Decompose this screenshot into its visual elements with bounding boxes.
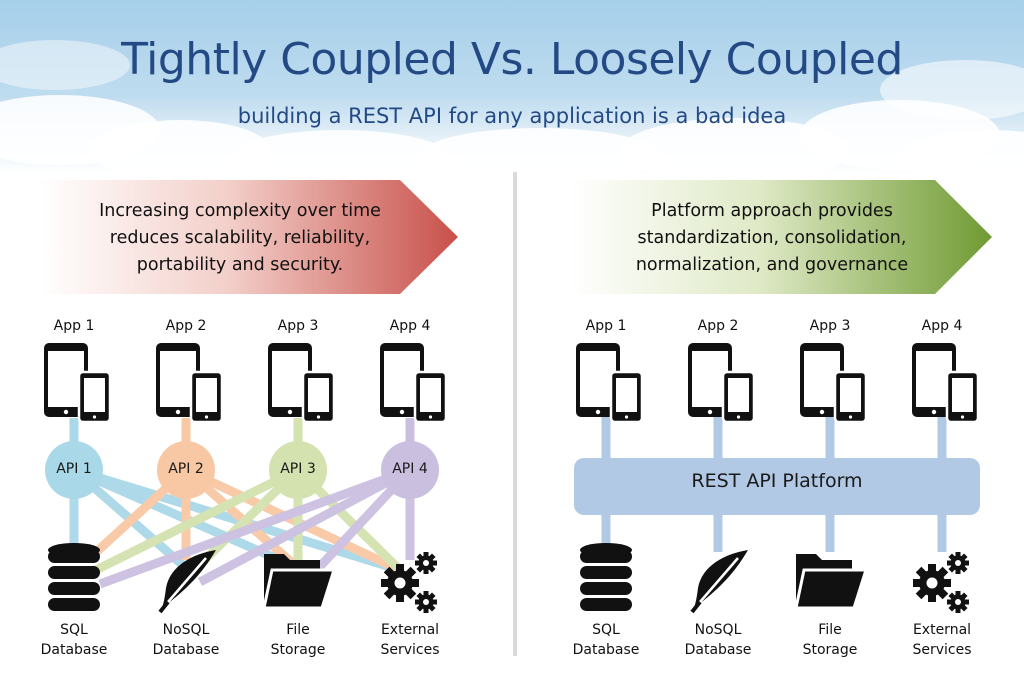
left-app-api-lines (69, 418, 415, 447)
leaf-icon (690, 548, 750, 614)
page-subtitle: building a REST API for any application … (237, 104, 787, 128)
left-file-storage-label: File Storage (270, 622, 326, 658)
mobile-devices-icon (266, 341, 336, 424)
mobile-devices-icon (798, 341, 868, 424)
database-icon (580, 543, 632, 611)
panel-divider (513, 172, 517, 656)
api-3-label: API 3 (280, 461, 316, 477)
api-1-node (45, 441, 103, 499)
mobile-devices-icon (154, 341, 224, 424)
api-2-label: API 2 (168, 461, 204, 477)
api-3-node (269, 441, 327, 499)
api-4-node (381, 441, 439, 499)
mobile-devices-icon (910, 341, 980, 424)
api-1-label: API 1 (56, 461, 92, 477)
platform-arrow (570, 180, 992, 294)
complexity-arrow (40, 180, 458, 294)
database-icon (48, 543, 100, 611)
right-external-services-label: External Services (912, 622, 972, 658)
mobile-devices-icon (574, 341, 644, 424)
api-4-label: API 4 (392, 461, 428, 477)
page-title: Tightly Coupled Vs. Loosely Coupled (121, 34, 903, 85)
gears-icon (913, 552, 969, 613)
left-app-2-label: App 2 (165, 318, 207, 334)
left-app-4-label: App 4 (389, 318, 431, 334)
right-sql-database-label: SQL Database (572, 622, 640, 658)
right-app-4-label: App 4 (921, 318, 963, 334)
left-external-services-label: External Services (380, 622, 440, 658)
mobile-devices-icon (42, 341, 112, 424)
coupling-mesh (69, 465, 415, 589)
api-2-node (157, 441, 215, 499)
folder-icon (794, 552, 868, 610)
mobile-devices-icon (686, 341, 756, 424)
complexity-arrow-text: Increasing complexity over time reduces … (99, 201, 381, 275)
platform-arrow-text: Platform approach provides standardizati… (635, 201, 909, 275)
rest-api-platform-bar (574, 458, 980, 515)
left-sql-database-label: SQL Database (40, 622, 108, 658)
right-app-3-label: App 3 (809, 318, 851, 334)
right-app-1-label: App 1 (585, 318, 627, 334)
left-nosql-database-label: NoSQL Database (152, 622, 220, 658)
right-nosql-database-label: NoSQL Database (684, 622, 752, 658)
rest-api-platform-label: REST API Platform (691, 470, 863, 492)
left-app-3-label: App 3 (277, 318, 319, 334)
mobile-devices-icon (378, 341, 448, 424)
sky-background (0, 0, 1024, 185)
left-app-1-label: App 1 (53, 318, 95, 334)
right-app-2-label: App 2 (697, 318, 739, 334)
right-file-storage-label: File Storage (802, 622, 858, 658)
